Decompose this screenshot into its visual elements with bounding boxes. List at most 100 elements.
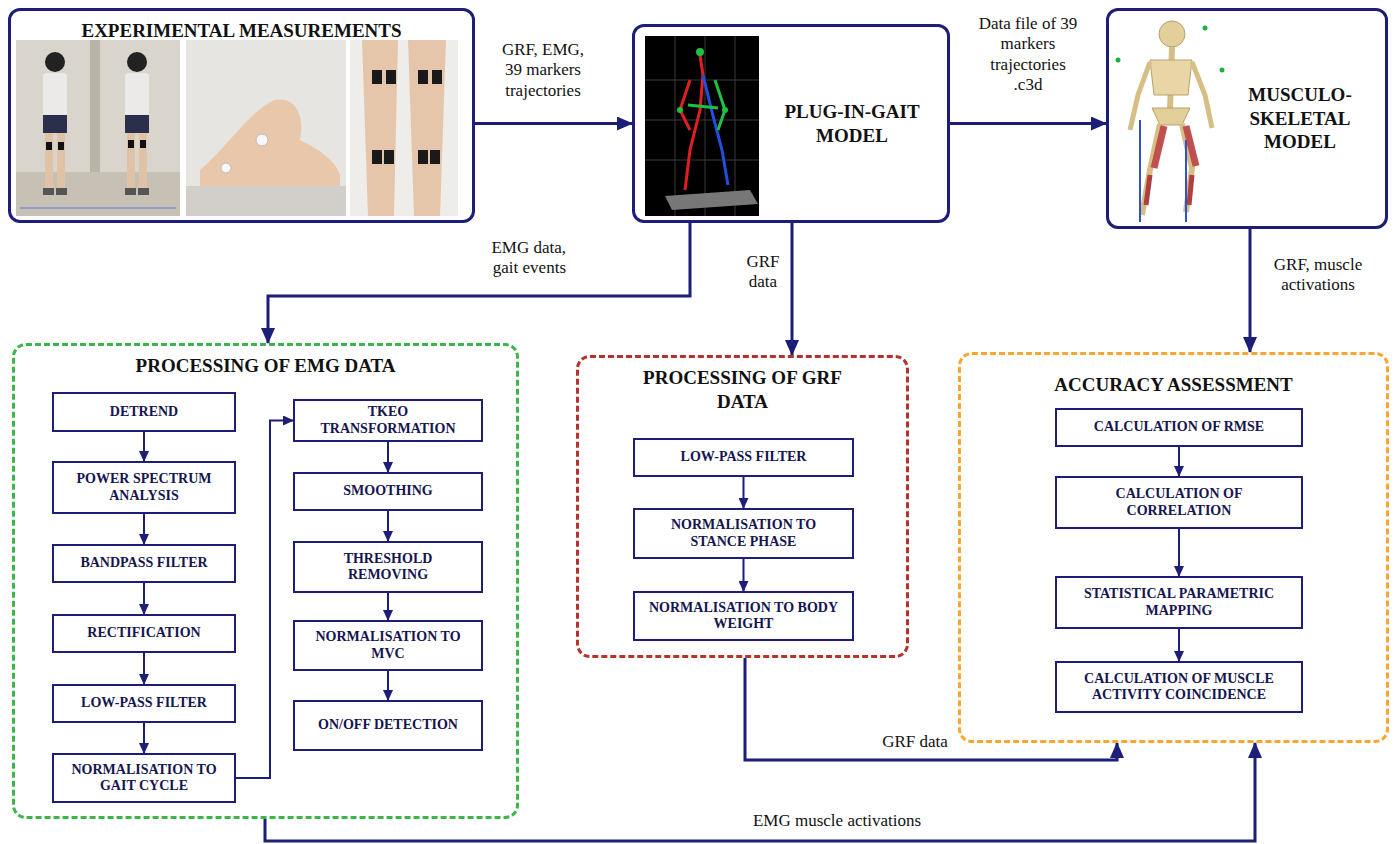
flow-arrow	[143, 583, 145, 614]
segment	[715, 80, 725, 130]
box-title: PROCESSING OF GRF DATA	[633, 366, 853, 414]
child-shorts	[125, 115, 149, 133]
edge-label: GRF data	[879, 732, 951, 752]
flow-arrow	[387, 442, 389, 472]
leg-bone	[1142, 124, 1160, 215]
marker-dot	[696, 48, 704, 56]
marker-dot	[1116, 58, 1121, 63]
emg-electrode	[432, 70, 442, 84]
emg-electrode	[58, 142, 64, 150]
step-label: LOW-PASS FILTER	[645, 449, 842, 465]
marker-dot	[677, 107, 683, 113]
box-title: ACCURACY ASSESSMENT	[961, 373, 1386, 397]
step-label: POWER SPECTRUM ANALYSIS	[64, 471, 224, 503]
arm	[1130, 62, 1150, 130]
child-shoe	[43, 188, 54, 195]
photo-background	[350, 40, 458, 216]
process-box: STATISTICAL PARAMETRIC MAPPING	[1055, 576, 1303, 629]
child-shoe	[138, 188, 149, 195]
model-box: MUSCULO- SKELETAL MODEL	[1106, 8, 1388, 229]
flow-arrow	[143, 514, 145, 544]
process-box: NORMALISATION TO MVC	[293, 620, 483, 671]
box-title: PROCESSING OF EMG DATA	[15, 354, 516, 378]
edge-label: GRF, EMG, 39 markers trajectories	[490, 40, 596, 101]
photo-background	[16, 40, 180, 216]
emg-electrode	[140, 140, 146, 148]
edge-label: EMG muscle activations	[750, 811, 924, 831]
flow-arrow	[1249, 229, 1252, 352]
process-box: LOW-PASS FILTER	[52, 684, 236, 723]
emg-electrode	[46, 142, 52, 150]
step-label: CALCULATION OF RMSE	[1067, 419, 1291, 435]
step-label: LOW-PASS FILTER	[64, 695, 224, 711]
edge-label: GRF data	[738, 252, 788, 293]
pelvis	[1152, 108, 1190, 125]
edge-label: EMG data, gait events	[463, 238, 569, 279]
step-label: DETREND	[64, 404, 224, 420]
ribcage	[1150, 60, 1192, 95]
flow-arrow	[387, 593, 389, 620]
process-box: LOW-PASS FILTER	[633, 438, 854, 477]
process-box: CALCULATION OF RMSE	[1055, 408, 1303, 447]
process-box: CALCULATION OF CORRELATION	[1055, 476, 1303, 529]
edge-label: Data file of 39 markers trajectories .c3…	[975, 14, 1081, 96]
child-leg	[127, 133, 135, 189]
leg	[408, 40, 446, 216]
process-box: BANDPASS FILTER	[52, 544, 236, 583]
force-vector	[1139, 120, 1141, 222]
model-box: PLUG-IN-GAIT MODEL	[632, 24, 950, 223]
grid-line	[645, 120, 759, 121]
step-label: CALCULATION OF CORRELATION	[1067, 486, 1291, 518]
process-box: CALCULATION OF MUSCLE ACTIVITY COINCIDEN…	[1055, 661, 1303, 713]
process-box: DETREND	[52, 392, 236, 432]
step-label: ON/OFF DETECTION	[317, 717, 459, 733]
flow-arrow	[745, 658, 1117, 760]
force-vector	[1185, 140, 1187, 222]
flow-arrow	[143, 653, 145, 684]
emg-electrode	[372, 150, 382, 164]
segment	[703, 75, 728, 185]
emg-electrode	[386, 70, 396, 84]
child-shoe	[125, 188, 136, 195]
flow-arrow	[387, 671, 389, 700]
child-leg	[139, 133, 147, 189]
muscle	[1189, 175, 1192, 205]
foot	[200, 99, 340, 186]
emg-electrode	[384, 150, 394, 164]
flow-arrow	[1178, 529, 1180, 576]
emg-electrode	[128, 140, 134, 148]
marker-dot	[1220, 68, 1225, 73]
stick-figure	[680, 55, 728, 190]
process-box: RECTIFICATION	[52, 614, 236, 653]
child-shorts	[43, 115, 67, 133]
marker-dot	[1203, 26, 1208, 31]
marker-dot	[221, 163, 231, 173]
process-box: NORMALISATION TO GAIT CYCLE	[52, 753, 236, 803]
flow-arrow	[1178, 629, 1180, 661]
flow-arrow	[143, 723, 145, 753]
process-box: TKEO TRANSFORMATION	[293, 399, 483, 442]
flow-arrow	[387, 511, 389, 541]
skull	[1159, 21, 1185, 47]
processing-group: ACCURACY ASSESSMENT CALCULATION OF RMSE CA…	[958, 352, 1389, 743]
box-title: PLUG-IN-GAIT MODEL	[763, 100, 941, 148]
process-box: SMOOTHING	[293, 472, 483, 511]
emg-electrode	[418, 150, 428, 164]
segment	[688, 105, 718, 108]
step-label: BANDPASS FILTER	[64, 555, 224, 571]
flow-arrow	[791, 223, 794, 355]
flow-arrow	[1178, 447, 1180, 476]
step-label: STATISTICAL PARAMETRIC MAPPING	[1067, 586, 1291, 618]
muscle	[1146, 175, 1150, 205]
model-viewport	[645, 36, 759, 216]
photo-floor	[186, 186, 346, 216]
child-head	[127, 52, 147, 72]
muscle	[1186, 126, 1196, 166]
floor-line	[20, 207, 176, 209]
step-label: CALCULATION OF MUSCLE ACTIVITY COINCIDEN…	[1067, 671, 1291, 703]
child-shoe	[56, 188, 67, 195]
force-plate	[665, 190, 758, 210]
child-head	[45, 52, 65, 72]
muscle	[1154, 126, 1164, 168]
step-label: RECTIFICATION	[64, 625, 224, 641]
